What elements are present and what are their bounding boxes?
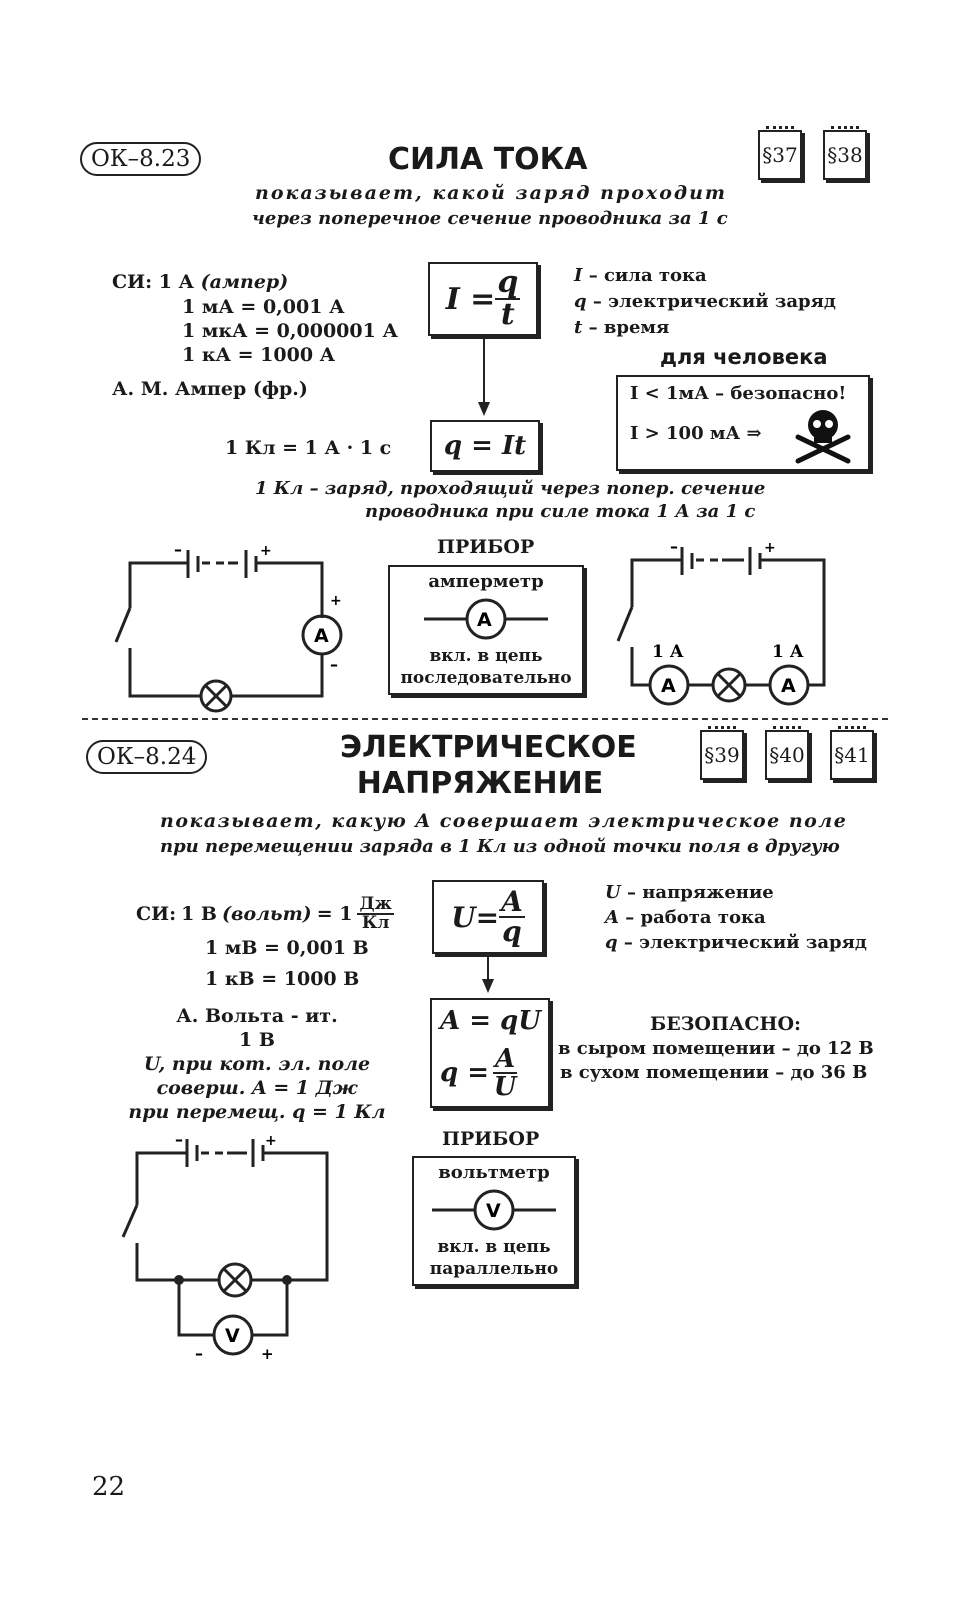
current-legend: I – сила тока q – электрический заряд t … bbox=[574, 265, 836, 338]
voltmeter-symbol-icon: V bbox=[432, 1189, 556, 1231]
svg-text:+: + bbox=[330, 593, 342, 609]
paragraph-ref-41[interactable]: §41 bbox=[830, 726, 874, 780]
conversion-mka: 1 мкА = 0,000001 А bbox=[182, 320, 398, 342]
ammeter-circuit-diagram: – + + – A bbox=[114, 540, 343, 713]
volt-definition: А. Вольта - ит. 1 В U, при кот. эл. поле… bbox=[128, 1005, 386, 1123]
svg-text:–: – bbox=[670, 537, 678, 556]
definition-line-2: через поперечное сечение проводника за 1… bbox=[252, 208, 728, 229]
section-title-current: СИЛА ТОКА bbox=[388, 142, 588, 177]
device-title-2: ПРИБОР bbox=[442, 1128, 540, 1150]
svg-text:–: – bbox=[174, 540, 182, 559]
conversion-ma: 1 мА = 0,001 А bbox=[182, 296, 345, 318]
svg-text:–: – bbox=[175, 1130, 183, 1149]
derivation-arrow-1 bbox=[478, 338, 490, 416]
page-number: 22 bbox=[92, 1472, 126, 1502]
svg-text:V: V bbox=[486, 1200, 501, 1222]
si-unit-line: СИ: 1 А (ампер) bbox=[112, 271, 289, 293]
svg-text:–: – bbox=[330, 655, 338, 674]
svg-text:A: A bbox=[661, 675, 676, 697]
voltmeter-circuit-diagram: – + – + V bbox=[121, 1130, 329, 1363]
svg-text:V: V bbox=[225, 1325, 240, 1347]
safe-voltage-damp: в сыром помещении – до 12 В bbox=[558, 1038, 874, 1059]
section-title-voltage: ЭЛЕКТРИЧЕСКОЕ НАПРЯЖЕНИЕ bbox=[340, 730, 637, 801]
device-title-1: ПРИБОР bbox=[437, 536, 535, 558]
voltage-definition-2: при перемещении заряда в 1 Кл из одной т… bbox=[160, 836, 840, 857]
danger-current-line: I > 100 мА ⇒ bbox=[630, 423, 762, 444]
svg-text:A: A bbox=[314, 625, 329, 647]
definition-line-1: показывает, какой заряд проходит bbox=[255, 182, 728, 204]
voltage-legend: U – напряжение A – работа тока q – элект… bbox=[605, 882, 867, 953]
voltmeter-device-box: вольтметр V вкл. в цепь параллельно bbox=[412, 1156, 576, 1286]
paragraph-ref-39[interactable]: §39 bbox=[700, 726, 744, 780]
paragraph-ref-40[interactable]: §40 bbox=[765, 726, 809, 780]
formula-charge: q = It bbox=[430, 420, 540, 472]
section-code-8-23: ОК–8.23 bbox=[80, 142, 202, 176]
human-safety-box: I < 1мА – безопасно! I > 100 мА ⇒ bbox=[616, 375, 870, 471]
conversion-ka: 1 кА = 1000 А bbox=[182, 344, 336, 366]
voltmeter-connection: вкл. в цепь параллельно bbox=[429, 1237, 559, 1279]
ammeter-connection: вкл. в цепь последовательно bbox=[400, 646, 572, 688]
section-code-8-24: ОК–8.24 bbox=[86, 740, 208, 774]
conversion-kv: 1 кВ = 1000 В bbox=[205, 968, 360, 990]
voltmeter-label: вольтметр bbox=[438, 1162, 550, 1183]
derivation-arrow-2 bbox=[482, 955, 494, 993]
voltage-safety-title: БЕЗОПАСНО: bbox=[650, 1013, 802, 1035]
svg-text:+: + bbox=[261, 1345, 274, 1363]
skull-crossbones-icon bbox=[795, 410, 851, 464]
svg-text:+: + bbox=[764, 540, 776, 556]
coulomb-equation: 1 Кл = 1 А · 1 с bbox=[225, 437, 392, 459]
series-ammeters-circuit: – + A A 1 А 1 А bbox=[616, 537, 826, 706]
svg-text:A: A bbox=[781, 675, 796, 697]
human-safety-label: для человека bbox=[660, 345, 828, 369]
svg-text:A: A bbox=[477, 609, 492, 631]
svg-text:–: – bbox=[195, 1344, 203, 1363]
safe-current-line: I < 1мА – безопасно! bbox=[630, 383, 847, 404]
svg-text:1 А: 1 А bbox=[652, 642, 684, 662]
section-divider bbox=[82, 718, 888, 720]
ammeter-label: амперметр bbox=[428, 571, 544, 592]
svg-text:+: + bbox=[260, 543, 272, 559]
conversion-mv: 1 мВ = 0,001 В bbox=[205, 937, 369, 959]
scientist-ampere: А. М. Ампер (фр.) bbox=[112, 378, 308, 400]
svg-text:1 А: 1 А bbox=[772, 642, 804, 662]
ammeter-device-box: амперметр A вкл. в цепь последовательно bbox=[388, 565, 584, 695]
coulomb-definition-1: 1 Кл – заряд, проходящий через попер. се… bbox=[255, 478, 766, 499]
paragraph-ref-38[interactable]: §38 bbox=[823, 126, 867, 180]
voltage-definition-1: показывает, какую A совершает электричес… bbox=[160, 810, 848, 832]
svg-text:+: + bbox=[265, 1133, 277, 1149]
safe-voltage-dry: в сухом помещении – до 36 В bbox=[560, 1062, 868, 1083]
paragraph-ref-37[interactable]: §37 bbox=[758, 126, 802, 180]
coulomb-definition-2: проводника при силе тока 1 А за 1 с bbox=[365, 501, 756, 522]
ammeter-symbol-icon: A bbox=[424, 598, 548, 640]
